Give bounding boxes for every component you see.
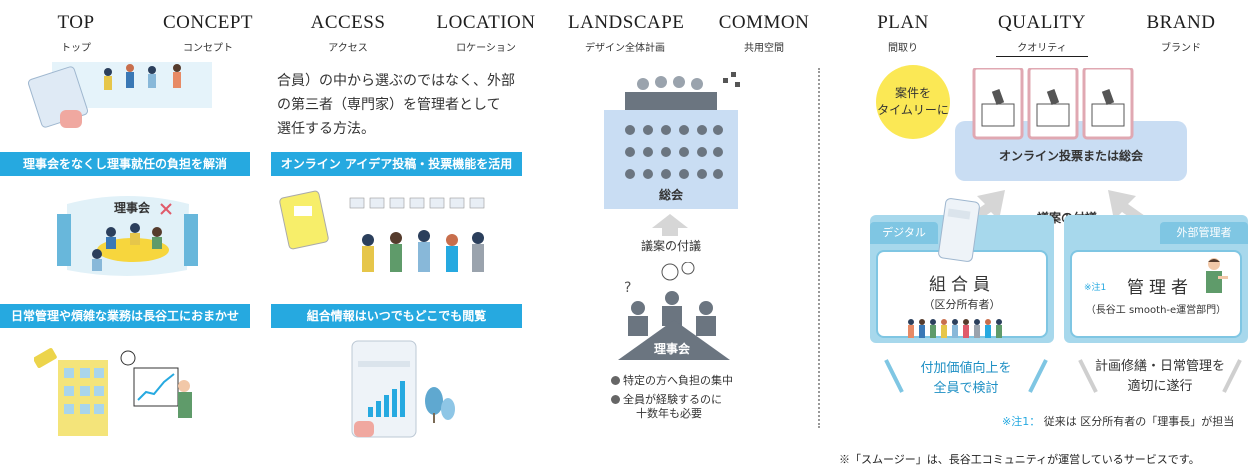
manager-role-line: 適切に遂行	[1127, 379, 1193, 394]
nav-label: BRAND	[1146, 12, 1216, 33]
audience-illustration	[625, 72, 740, 110]
feature-band-delegate: 日常管理や煩雑な業務は長谷工におまかせ	[0, 304, 250, 328]
feature-band-online-ideas: オンライン アイデア投稿・投票機能を活用	[271, 152, 522, 176]
timely-badge: 案件をタイムリーに	[876, 65, 950, 139]
bullet-item-continuation: 十数年も必要	[636, 407, 702, 420]
nav-item-location[interactable]: LOCATION ロケーション	[434, 12, 538, 54]
board-label: 理事会	[653, 342, 690, 356]
manager-role-line: 計画修繕・日常管理を	[1094, 359, 1225, 374]
nav-sublabel: コンセプト	[183, 43, 233, 54]
nav-sublabel: アクセス	[328, 43, 368, 54]
arrow-up-icon	[652, 214, 688, 236]
nav-sublabel: トップ	[61, 43, 91, 54]
nav-item-quality[interactable]: QUALITY クオリティ	[996, 12, 1088, 57]
bullet-item: 全員が経験するのに	[611, 393, 722, 407]
nav-item-access[interactable]: ACCESS アクセス	[308, 12, 388, 54]
members-role-text: 付加価値向上を 全員で検討	[878, 359, 1054, 399]
feature-band-info-access: 組合情報はいつでもどこでも閲覧	[271, 304, 522, 328]
proposal-label: 議案の付議	[640, 239, 701, 253]
members-subtitle: （区分所有者）	[923, 298, 1001, 311]
svg-text:?: ?	[624, 280, 631, 296]
global-nav: TOP トップ CONCEPT コンセプト ACCESS アクセス LOCATI…	[0, 0, 1250, 62]
tablet-chart-illustration	[351, 340, 455, 438]
nav-label: TOP	[57, 12, 95, 33]
digital-tab: デジタル	[870, 222, 938, 244]
people-group-illustration	[908, 319, 1002, 338]
bracket-right-illustration	[1078, 359, 1242, 393]
members-role-line: 付加価値向上を	[920, 361, 1012, 376]
nav-label: PLAN	[877, 12, 929, 33]
manager-subtitle: （長谷工 smooth-e運営部門）	[1085, 305, 1227, 316]
phone-people-illustration	[27, 62, 212, 128]
nav-label: LOCATION	[436, 12, 536, 33]
smartphone-icon	[938, 198, 980, 262]
nav-label: ACCESS	[310, 12, 386, 33]
note-mark: ※注1	[1084, 283, 1107, 293]
section-divider	[818, 68, 820, 428]
general-meeting-label: 総会	[658, 188, 683, 202]
manager-title: 管理者	[1127, 278, 1193, 298]
nav-item-common[interactable]: COMMON 共用空間	[715, 12, 813, 54]
external-manager-tab: 外部管理者	[1160, 222, 1248, 244]
timely-line: タイムリーに	[877, 103, 949, 117]
manager-person-illustration	[1206, 258, 1228, 293]
nav-label: LANDSCAPE	[568, 12, 685, 33]
nav-sublabel: 共用空間	[744, 43, 784, 54]
online-vote-label: オンライン投票または総会	[998, 149, 1143, 163]
nav-label: COMMON	[718, 12, 810, 33]
members-role-line: 全員で検討	[933, 381, 999, 396]
nav-item-brand[interactable]: BRAND ブランド	[1143, 12, 1219, 54]
bullet-item: 特定の方へ負担の集中	[611, 374, 733, 388]
nav-sublabel: クオリティ	[996, 39, 1088, 57]
nav-item-concept[interactable]: CONCEPT コンセプト	[160, 12, 256, 54]
nav-label: QUALITY	[998, 12, 1086, 33]
bracket-left-illustration	[884, 359, 1048, 393]
description-line: 選任する方法。	[277, 121, 375, 137]
nav-item-top[interactable]: TOP トップ	[46, 12, 106, 54]
description-line: 合員）の中から選ぶのではなく、外部	[277, 73, 515, 89]
nav-sublabel: ブランド	[1161, 43, 1201, 54]
illus-label-board: 理事会	[114, 201, 151, 215]
members-title: 組合員	[929, 275, 995, 295]
nav-item-landscape[interactable]: LANDSCAPE デザイン全体計画	[568, 12, 685, 54]
timely-line: 案件を	[894, 86, 931, 100]
note-footnote-mark: ※注1：	[1002, 415, 1041, 428]
nav-label: CONCEPT	[162, 12, 254, 33]
nav-sublabel: デザイン全体計画	[585, 43, 665, 54]
nav-item-plan[interactable]: PLAN 間取り	[873, 12, 933, 54]
board-illustration: ?	[618, 262, 730, 360]
members-card	[876, 250, 1048, 338]
note-footnote: ※注1： 従来は 区分所有者の「理事長」が担当	[1002, 413, 1234, 429]
ballot-box-illustration	[972, 68, 1134, 140]
description-paragraph: 合員）の中から選ぶのではなく、外部 の第三者（専門家）を管理者として 選任する方…	[277, 69, 515, 141]
nav-sublabel: 間取り	[888, 43, 918, 54]
manager-role-text: 計画修繕・日常管理を 適切に遂行	[1072, 357, 1248, 397]
feature-band-no-board: 理事会をなくし理事就任の負担を解消	[0, 152, 250, 176]
online-voting-illustration	[279, 190, 485, 272]
description-line: の第三者（専門家）を管理者として	[277, 97, 501, 113]
building-chart-illustration	[34, 348, 192, 436]
board-meeting-illustration	[57, 196, 198, 276]
assembly-seats-illustration	[625, 125, 723, 179]
nav-sublabel: ロケーション	[456, 43, 516, 54]
note-footnote-text: 従来は 区分所有者の「理事長」が担当	[1043, 415, 1235, 428]
service-footnote: ※「スムージー」は、長谷工コミュニティが運営しているサービスです。	[839, 453, 1200, 466]
